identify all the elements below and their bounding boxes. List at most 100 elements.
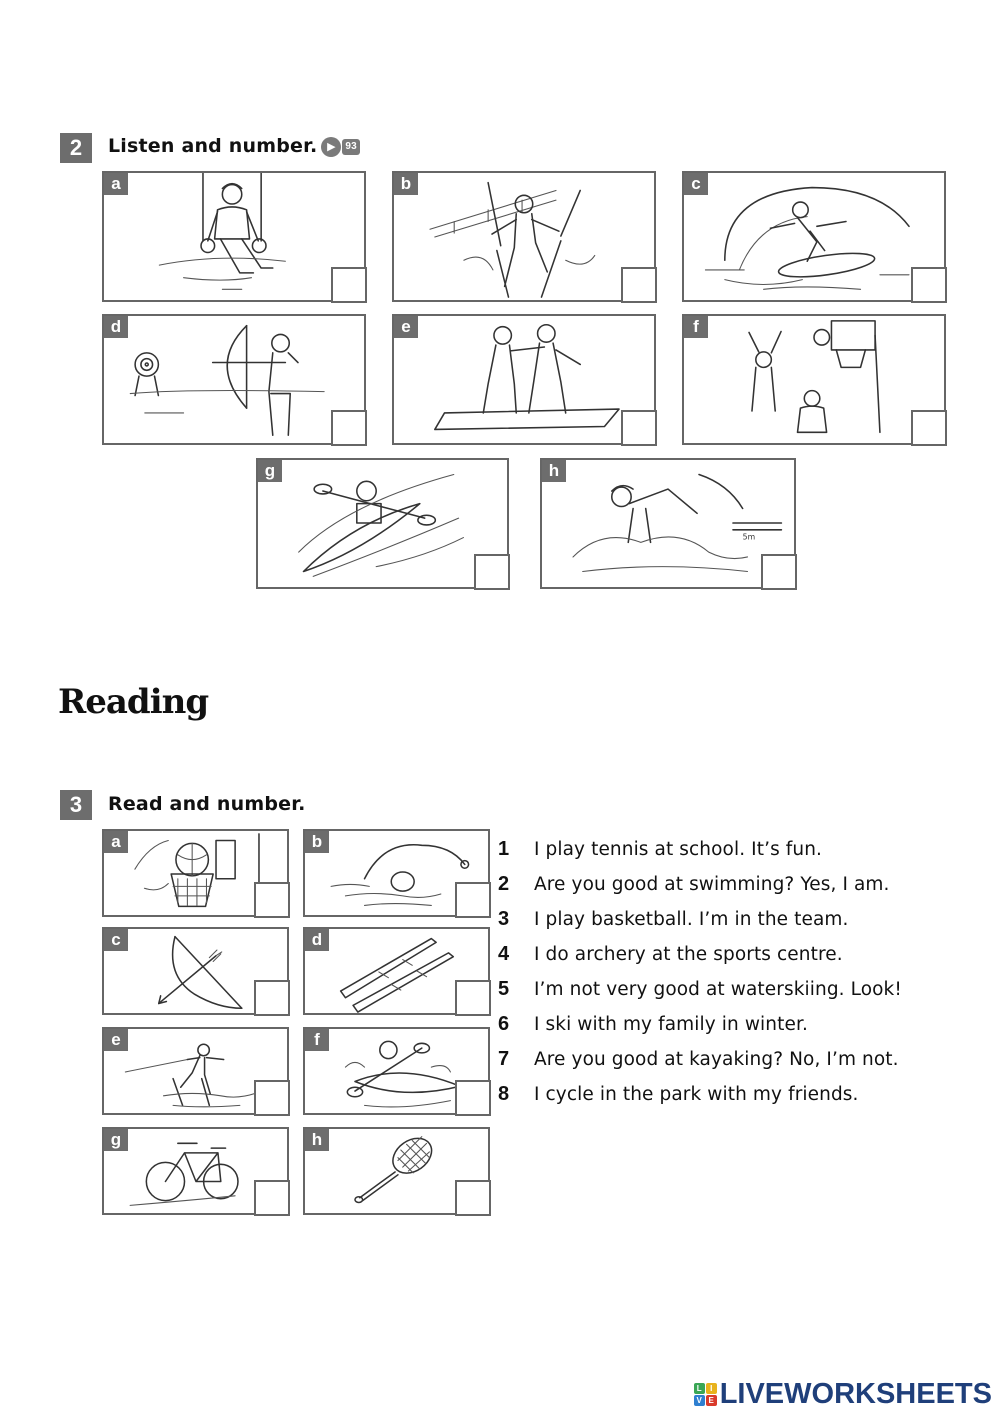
skis-illustration bbox=[339, 937, 455, 1013]
sentence-number: 7 bbox=[498, 1048, 510, 1070]
panel-label: d bbox=[305, 929, 329, 951]
ex3-panel-a: a bbox=[102, 829, 290, 918]
ex3-panel-f: f bbox=[303, 1027, 491, 1116]
bow-and-arrow-illustration bbox=[157, 935, 243, 1009]
panel-label: a bbox=[104, 831, 128, 853]
panel-label: h bbox=[305, 1129, 329, 1151]
ex2-panel-a: a bbox=[102, 171, 367, 303]
answer-box-g[interactable] bbox=[253, 1179, 290, 1216]
answer-box-h[interactable] bbox=[454, 1179, 491, 1216]
panel-label: h bbox=[542, 460, 566, 482]
panel-label: c bbox=[104, 929, 128, 951]
ex3-panel-b: b bbox=[303, 829, 491, 918]
sentence-text: I’m not very good at waterskiing. Look! bbox=[534, 979, 902, 1000]
panel-label: f bbox=[684, 316, 708, 338]
answer-box-e[interactable] bbox=[253, 1079, 290, 1116]
sentence-item: 3 I play basketball. I’m in the team. bbox=[498, 902, 902, 937]
answer-box-g[interactable] bbox=[473, 553, 510, 590]
tennis-racket-illustration bbox=[354, 1136, 433, 1204]
ex3-panel-c: c bbox=[102, 927, 290, 1016]
ex2-panel-c: c bbox=[682, 171, 947, 303]
sentence-text: I ski with my family in winter. bbox=[534, 1014, 808, 1035]
ex2-panel-f: f bbox=[682, 314, 947, 446]
answer-box-a[interactable] bbox=[330, 266, 367, 303]
panel-label: d bbox=[104, 316, 128, 338]
sentence-item: 5 I’m not very good at waterskiing. Look! bbox=[498, 972, 902, 1007]
ex3-panel-d: d bbox=[303, 927, 491, 1016]
panel-label: e bbox=[104, 1029, 128, 1051]
ex2-panel-h: 5m h bbox=[540, 458, 797, 590]
bicycle-illustration bbox=[129, 1142, 239, 1206]
skiing-illustration bbox=[429, 181, 596, 298]
answer-box-d[interactable] bbox=[330, 409, 367, 446]
sentence-number: 8 bbox=[498, 1083, 510, 1105]
sentence-number: 3 bbox=[498, 908, 510, 930]
sentence-item: 7 Are you good at kayaking? No, I’m not. bbox=[498, 1042, 902, 1077]
logo-letter-e: E bbox=[705, 1395, 717, 1406]
sentence-number: 4 bbox=[498, 943, 510, 965]
panel-label: b bbox=[305, 831, 329, 853]
sentence-text: I play tennis at school. It’s fun. bbox=[534, 839, 823, 860]
surfing-illustration bbox=[704, 186, 910, 290]
ex3-panel-h: h bbox=[303, 1127, 491, 1216]
answer-box-h[interactable] bbox=[760, 553, 797, 590]
ex2-panel-b: b bbox=[392, 171, 657, 303]
ex2-panel-g: g bbox=[256, 458, 510, 590]
liveworksheets-logo[interactable]: L I V E LIVEWORKSHEETS bbox=[693, 1378, 992, 1411]
answer-box-c[interactable] bbox=[910, 266, 947, 303]
speaker-icon: ▶ bbox=[321, 136, 342, 157]
answer-box-a[interactable] bbox=[253, 881, 290, 918]
logo-letter-l: L bbox=[693, 1383, 705, 1394]
kayaking-illustration bbox=[298, 474, 464, 577]
panel-label: c bbox=[684, 173, 708, 195]
sentence-item: 8 I cycle in the park with my friends. bbox=[498, 1077, 902, 1112]
live-logo-icon: L I V E bbox=[693, 1383, 717, 1406]
ex3-panel-g: g bbox=[102, 1127, 290, 1216]
sentence-text: I cycle in the park with my friends. bbox=[534, 1084, 859, 1105]
swimmer-illustration bbox=[330, 844, 470, 906]
sentence-number: 5 bbox=[498, 978, 510, 1000]
panel-label: e bbox=[394, 316, 418, 338]
answer-box-f[interactable] bbox=[454, 1079, 491, 1116]
sentence-number: 6 bbox=[498, 1013, 510, 1035]
basketball-hoop-illustration bbox=[134, 833, 260, 908]
answer-box-b[interactable] bbox=[454, 881, 491, 918]
brand-name: LIVEWORKSHEETS bbox=[719, 1378, 992, 1410]
exercise-2-number: 2 bbox=[60, 133, 92, 163]
gymnastics-rings-illustration bbox=[158, 173, 286, 290]
sentence-text: I do archery at the sports centre. bbox=[534, 944, 843, 965]
answer-box-f[interactable] bbox=[910, 409, 947, 446]
exercise-2-instruction-text: Listen and number. bbox=[108, 135, 318, 157]
ex3-panel-e: e bbox=[102, 1027, 290, 1116]
exercise-3-instruction: Read and number. bbox=[108, 793, 306, 815]
exercise-2-instruction: Listen and number.▶93 bbox=[108, 135, 360, 157]
sentence-number: 1 bbox=[498, 838, 510, 860]
answer-box-b[interactable] bbox=[620, 266, 657, 303]
answer-box-c[interactable] bbox=[253, 979, 290, 1016]
sentence-text: I play basketball. I’m in the team. bbox=[534, 909, 849, 930]
sentence-text: Are you good at swimming? Yes, I am. bbox=[534, 874, 890, 895]
pool-distance-marker: 5m bbox=[743, 532, 755, 541]
audio-track-number: 93 bbox=[342, 138, 360, 155]
karate-illustration bbox=[434, 323, 620, 431]
answer-box-d[interactable] bbox=[454, 979, 491, 1016]
ex2-panel-e: e bbox=[392, 314, 657, 446]
archery-illustration bbox=[129, 324, 325, 437]
panel-label: g bbox=[258, 460, 282, 482]
answer-box-e[interactable] bbox=[620, 409, 657, 446]
sentence-number: 2 bbox=[498, 873, 510, 895]
panel-label: g bbox=[104, 1129, 128, 1151]
panel-label: f bbox=[305, 1029, 329, 1051]
logo-letter-v: V bbox=[693, 1395, 705, 1406]
sentence-text: Are you good at kayaking? No, I’m not. bbox=[534, 1049, 899, 1070]
swimming-dive-illustration: 5m bbox=[572, 473, 783, 573]
sentence-item: 4 I do archery at the sports centre. bbox=[498, 937, 902, 972]
audio-button[interactable]: ▶93 bbox=[321, 136, 360, 157]
sentence-item: 2 Are you good at swimming? Yes, I am. bbox=[498, 867, 902, 902]
basketball-illustration bbox=[748, 320, 881, 434]
panel-label: b bbox=[394, 173, 418, 195]
waterskiing-illustration bbox=[124, 1043, 260, 1108]
logo-letter-i: I bbox=[705, 1383, 717, 1394]
panel-label: a bbox=[104, 173, 128, 195]
